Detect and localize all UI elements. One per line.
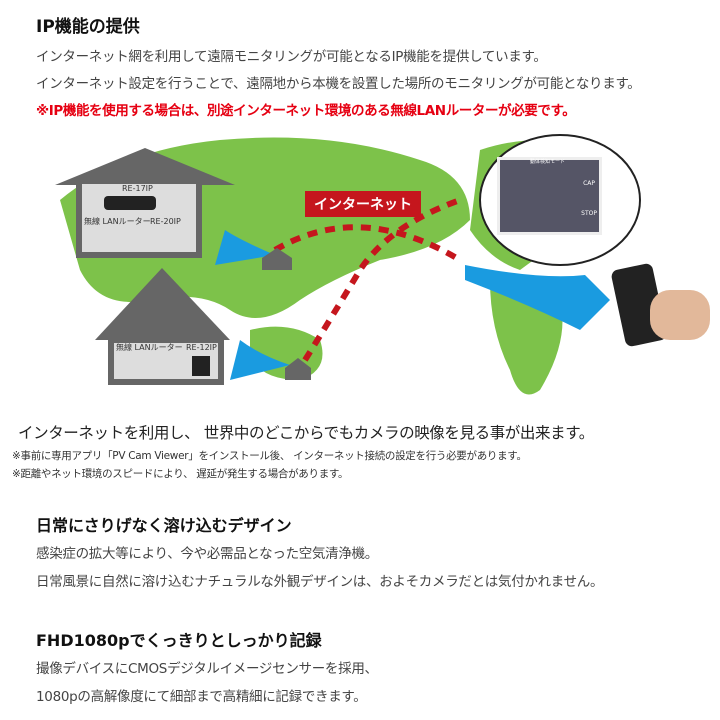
router-label: 無線 LANルーター <box>84 217 151 226</box>
fhd-section-title: FHD1080pでくっきりとしっかり記録 <box>36 631 322 650</box>
house-1: RE-17IP 無線 LANルーター RE-20IP <box>76 178 202 258</box>
cap-button: CAP <box>583 180 595 187</box>
camera-view-screen: 動体検知モード CAP STOP <box>497 157 602 235</box>
ip-warning: ※IP機能を使用する場合は、別途インターネット環境のある無線LANルーターが必要… <box>36 103 576 119</box>
ip-line-2: インターネット設定を行うことで、遠隔地から本機を設置した場所のモニタリングが可能… <box>36 76 641 92</box>
model-re12ip: RE-12IP <box>186 343 217 352</box>
design-section-title: 日常にさりげなく溶け込むデザイン <box>36 516 292 535</box>
illustration-caption: インターネットを利用し、 世界中のどこからでもカメラの映像を見る事が出来ます。 <box>18 424 594 442</box>
fhd-line-2: 1080pの高解像度にて細部まで高精細に記録できます。 <box>36 689 367 705</box>
fhd-line-1: 撮像デバイスにCMOSデジタルイメージセンサーを採用、 <box>36 661 378 677</box>
clock-camera-image <box>104 196 156 210</box>
internet-label: インターネット <box>305 191 421 217</box>
arrow-to-house1 <box>215 230 275 265</box>
house-2: 無線 LANルーター RE-12IP <box>108 337 224 385</box>
router-label: 無線 LANルーター <box>116 343 183 352</box>
adapter-camera-image <box>192 356 210 376</box>
screen-title: 動体検知モード <box>530 159 566 165</box>
arrow-to-house2 <box>230 340 290 380</box>
note-2: ※距離やネット環境のスピードにより、 遅延が発生する場合があります。 <box>12 468 349 480</box>
ip-line-1: インターネット網を利用して遠隔モニタリングが可能となるIP機能を提供しています。 <box>36 49 547 65</box>
arrow-to-phone <box>465 265 610 330</box>
design-line-1: 感染症の拡大等により、今や必需品となった空気清浄機。 <box>36 546 378 562</box>
stop-button: STOP <box>581 210 597 217</box>
ip-illustration: RE-17IP 無線 LANルーター RE-20IP 無線 LANルーター RE… <box>0 130 720 410</box>
hand-image <box>650 290 710 340</box>
model-re17ip: RE-17IP <box>122 184 153 193</box>
note-1: ※事前に専用アプリ「PV Cam Viewer」をインストール後、 インターネッ… <box>12 450 527 462</box>
model-re20ip: RE-20IP <box>150 217 181 226</box>
ip-section-title: IP機能の提供 <box>36 17 140 37</box>
design-line-2: 日常風景に自然に溶け込むナチュラルな外観デザインは、およそカメラだとは気付かれま… <box>36 574 604 590</box>
